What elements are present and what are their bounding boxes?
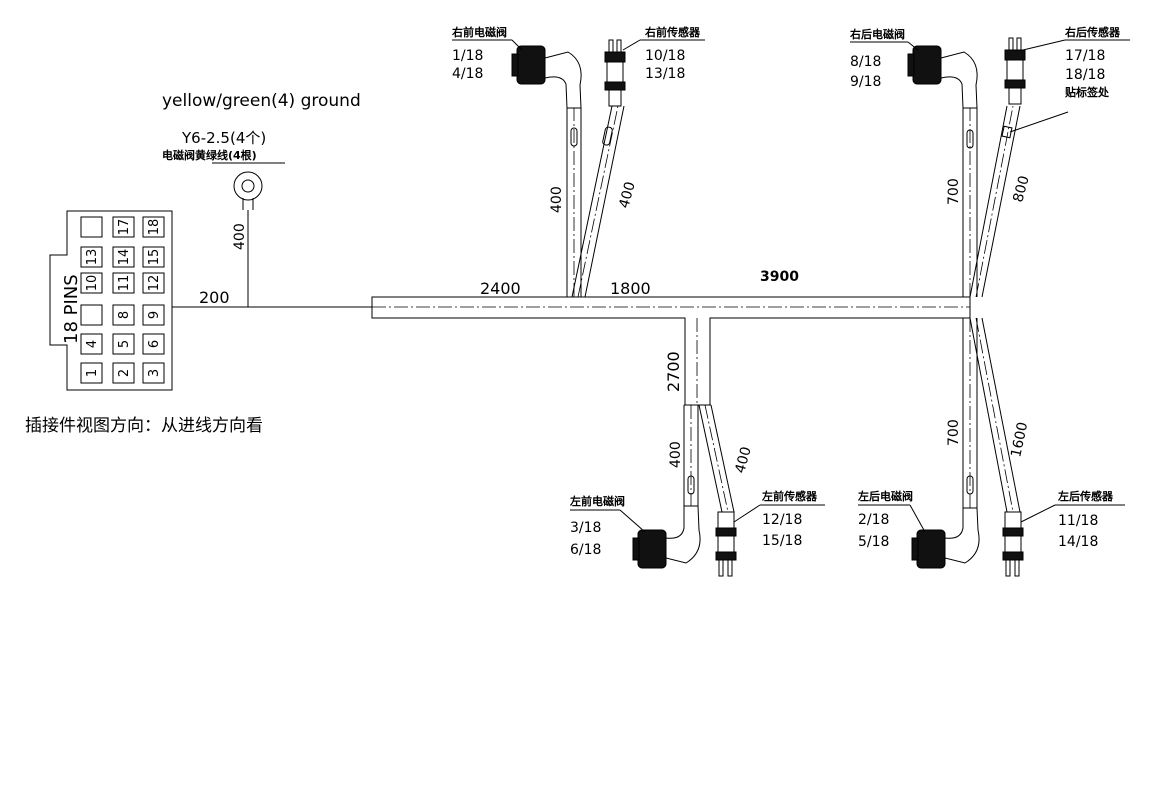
rf-valve-pin-a: 1/18 [452, 48, 483, 64]
pin-number: 9 [147, 311, 162, 319]
rf-valve-title: 右前电磁阀 [451, 25, 507, 39]
pin-number: 5 [117, 340, 132, 348]
lf-valve-pin-b: 6/18 [570, 542, 601, 558]
pin-number: 8 [117, 311, 132, 319]
pin-number: 4 [85, 340, 100, 348]
pin-cell [80, 304, 103, 326]
pin-number: 17 [117, 219, 132, 236]
rr-sensor-length: 800 [1010, 174, 1032, 204]
lf-sensor-length: 400 [732, 445, 754, 475]
lf-valve-title: 左前电磁阀 [569, 494, 625, 508]
trunk-length-1800: 1800 [610, 279, 651, 298]
rr-sensor-pin-b: 18/18 [1065, 67, 1105, 83]
rr-valve-connector [907, 45, 978, 109]
pin-cell: 3 [142, 362, 165, 384]
trunk-length-3900: 3900 [760, 269, 799, 285]
pin-cell [80, 216, 103, 238]
pin-cell: 10 [80, 272, 103, 294]
pin-cell: 11 [112, 272, 135, 294]
pin-number: 18 [147, 219, 162, 236]
rf-sensor-length: 400 [616, 180, 638, 210]
lr-valve-title: 左后电磁阀 [857, 489, 913, 503]
rr-valve-pin-a: 8/18 [850, 54, 881, 70]
ground-length-400: 400 [232, 223, 248, 250]
pin-cell: 13 [80, 246, 103, 268]
rf-valve-connector [511, 45, 582, 109]
pin-number: 14 [117, 249, 132, 266]
rf-sensor-pin-b: 13/18 [645, 66, 685, 82]
pin-cell: 4 [80, 333, 103, 355]
lf-sensor-pin-b: 15/18 [762, 533, 802, 549]
lr-sensor-pin-a: 11/18 [1058, 513, 1098, 529]
rr-sensor-pin-a: 17/18 [1065, 48, 1105, 64]
lf-valve-length: 400 [668, 441, 684, 468]
rr-sensor-title: 右后传感器 [1064, 25, 1121, 39]
lf-valve-connector [632, 505, 701, 569]
ground-terminal-desc: 电磁阀黄绿线(4根) [162, 148, 257, 162]
rf-sensor-title: 右前传感器 [644, 25, 701, 39]
lr-valve-pin-a: 2/18 [858, 512, 889, 528]
left-rear-branch [962, 317, 1021, 513]
lf-sensor-connector [715, 511, 737, 577]
pin-cell: 12 [142, 272, 165, 294]
pin-cell: 9 [142, 304, 165, 326]
pin-number: 2 [117, 369, 132, 377]
ground-terminal-spec: Y6-2.5(4个) [181, 129, 266, 147]
lr-sensor-connector [1002, 511, 1024, 577]
right-front-branch [566, 105, 625, 298]
pin-cell: 17 [112, 216, 135, 238]
trunk-length-2700: 2700 [664, 351, 683, 392]
ground-wire [172, 162, 372, 308]
connector-view-note: 插接件视图方向：从进线方向看 [25, 416, 263, 436]
lf-sensor-title: 左前传感器 [761, 489, 818, 503]
right-rear-branch [962, 105, 1021, 298]
rr-valve-length: 700 [946, 178, 962, 205]
pin-number: 6 [147, 340, 162, 348]
pin-number: 13 [85, 249, 100, 266]
lr-sensor-pin-b: 14/18 [1058, 534, 1098, 550]
lf-sensor-pin-a: 12/18 [762, 512, 802, 528]
ground-length-200: 200 [199, 288, 230, 307]
rf-sensor-connector [604, 39, 626, 107]
rr-valve-title: 右后电磁阀 [849, 27, 905, 41]
rf-sensor-pin-a: 10/18 [645, 48, 685, 64]
pin-cell: 5 [112, 333, 135, 355]
pin-number: 1 [85, 369, 100, 377]
pin-cell: 2 [112, 362, 135, 384]
lr-valve-pin-b: 5/18 [858, 534, 889, 550]
pin-number: 12 [147, 275, 162, 292]
rr-label-location: 贴标签处 [1064, 85, 1110, 99]
pin-number: 10 [85, 275, 100, 292]
lr-valve-length: 700 [946, 419, 962, 446]
pin-number: 11 [117, 275, 132, 292]
pin-cell: 1 [80, 362, 103, 384]
rf-valve-length: 400 [549, 186, 565, 213]
lr-sensor-length: 1600 [1008, 421, 1031, 459]
connector-label: 18 PINS [61, 274, 82, 344]
ground-terminal-ring [233, 171, 263, 201]
pin-cell: 15 [142, 246, 165, 268]
ground-note: yellow/green(4) ground [162, 91, 361, 111]
pin-cell: 18 [142, 216, 165, 238]
pin-number: 15 [147, 249, 162, 266]
rr-valve-pin-b: 9/18 [850, 74, 881, 90]
rr-sensor-connector [1004, 37, 1026, 105]
pin-cell: 14 [112, 246, 135, 268]
left-front-branch [683, 404, 735, 513]
trunk-length-2400: 2400 [480, 279, 521, 298]
pin-number: 3 [147, 369, 162, 377]
lf-valve-pin-a: 3/18 [570, 520, 601, 536]
lr-sensor-title: 左后传感器 [1057, 489, 1114, 503]
pin-cell: 8 [112, 304, 135, 326]
rf-valve-pin-b: 4/18 [452, 66, 483, 82]
pin-cell: 6 [142, 333, 165, 355]
lr-valve-connector [911, 507, 980, 569]
